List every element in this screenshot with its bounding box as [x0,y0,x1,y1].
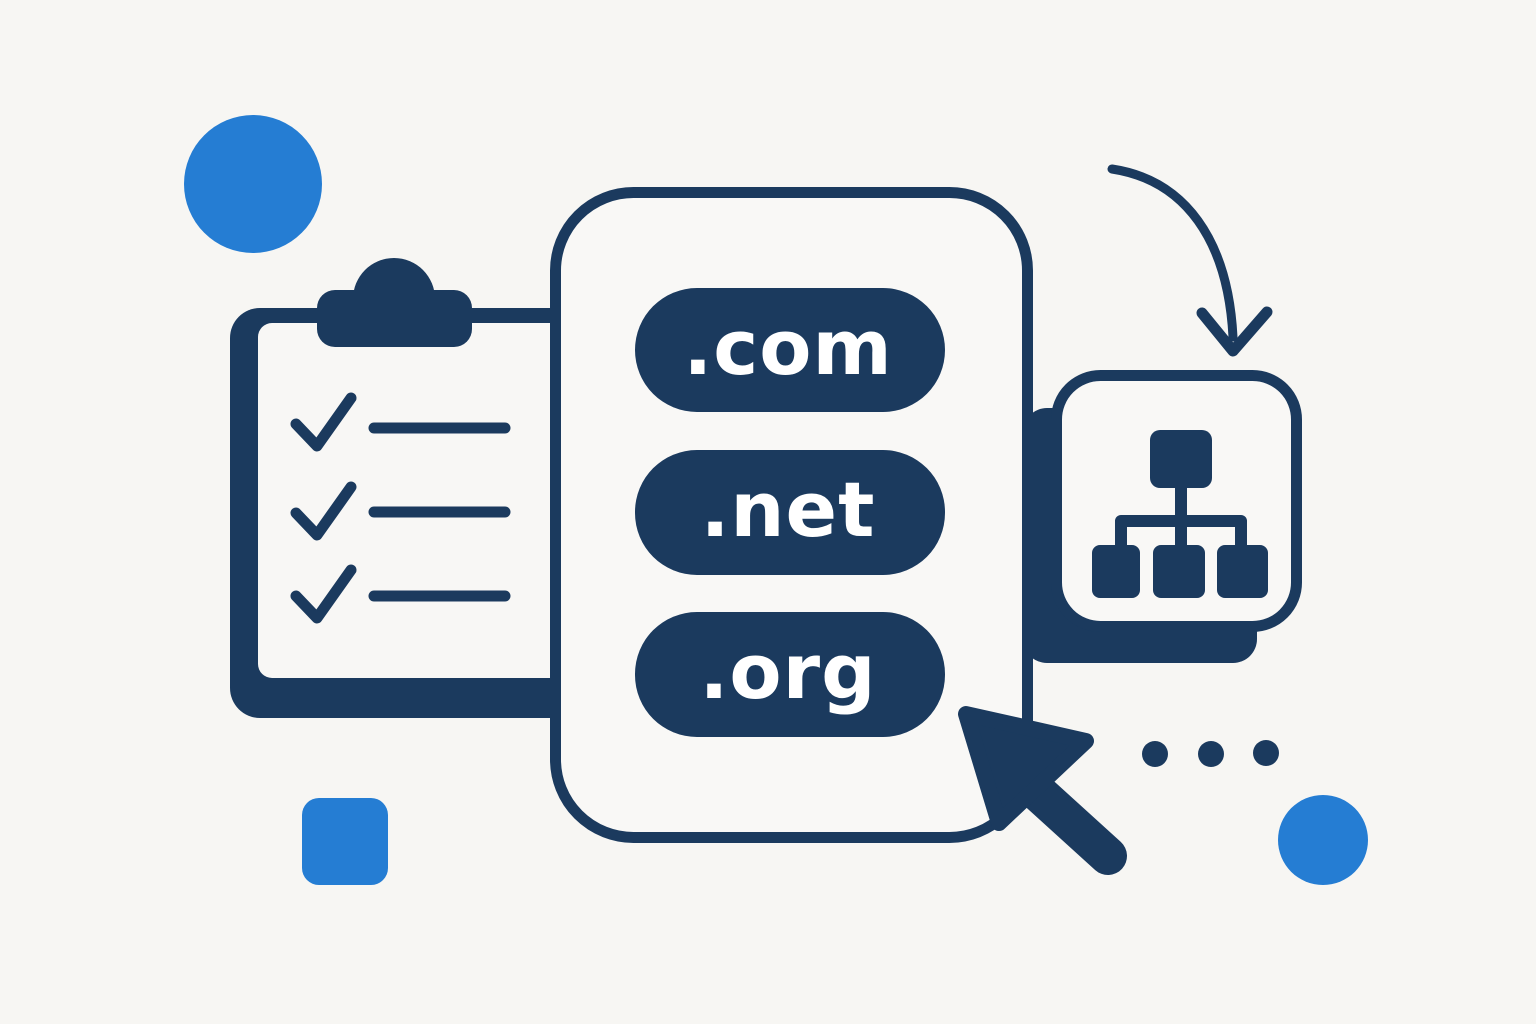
sitemap-card [1023,370,1302,663]
clipboard-clip [317,290,472,347]
sitemap-child-node [1153,545,1205,598]
clipboard-checklist-icon [230,258,584,718]
cursor-head [958,706,1094,831]
pill-label-org: .org [700,627,877,716]
sitemap-parent-node [1150,430,1212,488]
blue-circle-top-left [184,115,322,253]
domain-card: .com .net .org [550,187,1033,843]
curved-arrow-shaft [1107,164,1238,342]
sitemap-child-node [1092,545,1140,598]
domain-pill-org: .org [635,612,945,737]
blue-square [302,798,388,885]
sitemap-icon [1092,430,1268,598]
blue-circle-bottom-right [1278,795,1368,885]
dot [1253,740,1279,766]
sitemap-connectors [1115,484,1247,547]
pill-background [635,612,945,737]
curved-arrow-head [1196,306,1273,357]
checkmark-icon [290,392,357,452]
domain-pill-com: .com [635,288,945,412]
dot [1198,741,1224,767]
cursor-arrow-icon [958,706,1127,875]
clipboard-paper [258,323,584,678]
sitemap-child-node [1217,545,1268,598]
checkmark-icon [290,564,357,624]
pill-background [635,288,945,412]
pill-label-com: .com [683,303,892,392]
curved-arrow-icon [1107,164,1273,357]
checklist-lines [368,422,511,602]
cursor-tail [1013,768,1127,875]
dot [1142,741,1168,767]
checkmark-icon [290,481,357,541]
domain-pill-net: .net [635,450,945,575]
pill-label-net: .net [701,465,876,554]
ellipsis-dots [1142,740,1279,767]
checklist-checkmarks [290,392,357,624]
pill-background [635,450,945,575]
